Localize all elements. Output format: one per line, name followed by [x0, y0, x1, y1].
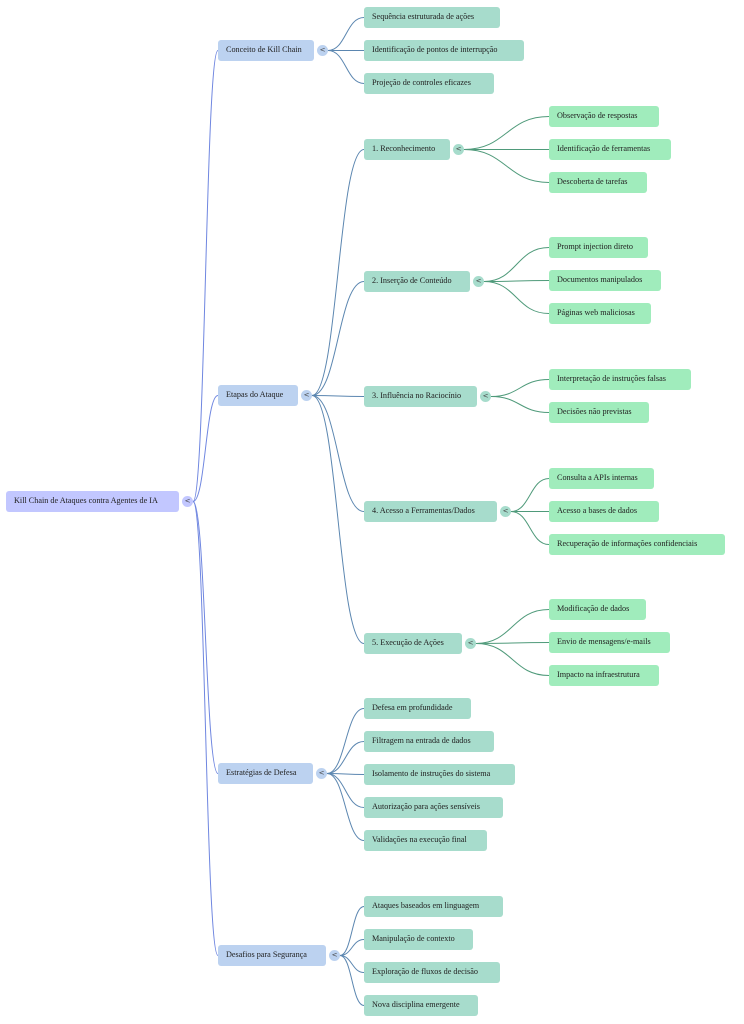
node-desafios-para-seguranca[interactable]: Desafios para Segurança — [218, 945, 326, 966]
link-4-acesso-a-ferramentas-dados — [311, 395, 365, 512]
node-prompt-injection-direto[interactable]: Prompt injection direto — [549, 237, 648, 258]
link-documentos-manipulados — [483, 280, 550, 282]
link-envio-de-mensagens-e-mails — [475, 642, 550, 644]
link-isolamento-de-instrucoes-do-sistema — [326, 773, 365, 775]
node-isolamento-de-instrucoes-do-sistema[interactable]: Isolamento de instruções do sistema — [364, 764, 515, 785]
node-ataques-baseados-em-linguagem[interactable]: Ataques baseados em linguagem — [364, 896, 503, 917]
link-2-insercao-de-conteudo — [311, 281, 365, 396]
node-identificacao-de-ferramentas[interactable]: Identificação de ferramentas — [549, 139, 671, 160]
link-etapas-do-ataque — [192, 395, 219, 502]
node-exploracao-de-fluxos-de-decisao[interactable]: Exploração de fluxos de decisão — [364, 962, 500, 983]
link-prompt-injection-direto — [483, 247, 550, 282]
node-recuperacao-de-informacoes-confidenciais[interactable]: Recuperação de informações confidenciais — [549, 534, 725, 555]
link-nova-disciplina-emergente — [339, 955, 365, 1006]
collapse-toggle-icon[interactable]: < — [500, 506, 511, 517]
node-etapas-do-ataque[interactable]: Etapas do Ataque — [218, 385, 298, 406]
node-1-reconhecimento[interactable]: 1. Reconhecimento — [364, 139, 450, 160]
node-estrategias-de-defesa[interactable]: Estratégias de Defesa — [218, 763, 313, 784]
node-autorizacao-para-acoes-sensiveis[interactable]: Autorização para ações sensíveis — [364, 797, 503, 818]
mindmap-root-node[interactable]: Kill Chain de Ataques contra Agentes de … — [6, 491, 179, 512]
link-sequencia-estruturada-de-acoes — [327, 17, 365, 51]
node-documentos-manipulados[interactable]: Documentos manipulados — [549, 270, 661, 291]
link-1-reconhecimento — [311, 149, 365, 396]
node-validacoes-na-execucao-final[interactable]: Validações na execução final — [364, 830, 487, 851]
node-filtragem-na-entrada-de-dados[interactable]: Filtragem na entrada de dados — [364, 731, 494, 752]
link-5-execucao-de-acoes — [311, 395, 365, 644]
node-interpretacao-de-instrucoes-falsas[interactable]: Interpretação de instruções falsas — [549, 369, 691, 390]
node-modificacao-de-dados[interactable]: Modificação de dados — [549, 599, 646, 620]
link-validacoes-na-execucao-final — [326, 773, 365, 841]
link-desafios-para-seguranca — [192, 501, 219, 956]
link-modificacao-de-dados — [475, 609, 550, 644]
collapse-toggle-icon[interactable]: < — [329, 950, 340, 961]
node-sequencia-estruturada-de-acoes[interactable]: Sequência estruturada de ações — [364, 7, 500, 28]
link-decisoes-nao-previstas — [490, 396, 550, 413]
node-observacao-de-respostas[interactable]: Observação de respostas — [549, 106, 659, 127]
link-paginas-web-maliciosas — [483, 281, 550, 314]
link-observacao-de-respostas — [463, 116, 550, 150]
link-autorizacao-para-acoes-sensiveis — [326, 773, 365, 808]
node-identificacao-de-pontos-de-interrupcao[interactable]: Identificação de pontos de interrupção — [364, 40, 524, 61]
link-defesa-em-profundidade — [326, 708, 365, 774]
node-4-acesso-a-ferramentas-dados[interactable]: 4. Acesso a Ferramentas/Dados — [364, 501, 497, 522]
node-impacto-na-infraestrutura[interactable]: Impacto na infraestrutura — [549, 665, 659, 686]
node-projecao-de-controles-eficazes[interactable]: Projeção de controles eficazes — [364, 73, 494, 94]
collapse-toggle-icon[interactable]: < — [301, 390, 312, 401]
node-3-influencia-no-raciocinio[interactable]: 3. Influência no Raciocínio — [364, 386, 477, 407]
collapse-toggle-icon[interactable]: < — [453, 144, 464, 155]
link-3-influencia-no-raciocinio — [311, 395, 365, 397]
link-projecao-de-controles-eficazes — [327, 50, 365, 84]
link-consulta-a-apis-internas — [510, 478, 550, 512]
link-descoberta-de-tarefas — [463, 149, 550, 183]
node-consulta-a-apis-internas[interactable]: Consulta a APIs internas — [549, 468, 654, 489]
link-manipulacao-de-contexto — [339, 939, 365, 956]
node-manipulacao-de-contexto[interactable]: Manipulação de contexto — [364, 929, 473, 950]
link-recuperacao-de-informacoes-confidenciais — [510, 511, 550, 545]
link-exploracao-de-fluxos-de-decisao — [339, 955, 365, 973]
node-5-execucao-de-acoes[interactable]: 5. Execução de Ações — [364, 633, 462, 654]
node-decisoes-nao-previstas[interactable]: Decisões não previstas — [549, 402, 649, 423]
node-defesa-em-profundidade[interactable]: Defesa em profundidade — [364, 698, 471, 719]
link-estrategias-de-defesa — [192, 501, 219, 774]
collapse-toggle-icon[interactable]: < — [465, 638, 476, 649]
node-envio-de-mensagens-e-mails[interactable]: Envio de mensagens/e-mails — [549, 632, 670, 653]
node-conceito-de-kill-chain[interactable]: Conceito de Kill Chain — [218, 40, 314, 61]
link-interpretacao-de-instrucoes-falsas — [490, 379, 550, 397]
collapse-toggle-icon[interactable]: < — [182, 496, 193, 507]
link-ataques-baseados-em-linguagem — [339, 906, 365, 956]
collapse-toggle-icon[interactable]: < — [473, 276, 484, 287]
node-2-insercao-de-conteudo[interactable]: 2. Inserção de Conteúdo — [364, 271, 470, 292]
node-descoberta-de-tarefas[interactable]: Descoberta de tarefas — [549, 172, 647, 193]
node-paginas-web-maliciosas[interactable]: Páginas web maliciosas — [549, 303, 651, 324]
link-impacto-na-infraestrutura — [475, 643, 550, 676]
node-nova-disciplina-emergente[interactable]: Nova disciplina emergente — [364, 995, 478, 1016]
link-conceito-de-kill-chain — [192, 50, 219, 502]
collapse-toggle-icon[interactable]: < — [317, 45, 328, 56]
link-filtragem-na-entrada-de-dados — [326, 741, 365, 774]
node-acesso-a-bases-de-dados[interactable]: Acesso a bases de dados — [549, 501, 659, 522]
collapse-toggle-icon[interactable]: < — [480, 391, 491, 402]
collapse-toggle-icon[interactable]: < — [316, 768, 327, 779]
